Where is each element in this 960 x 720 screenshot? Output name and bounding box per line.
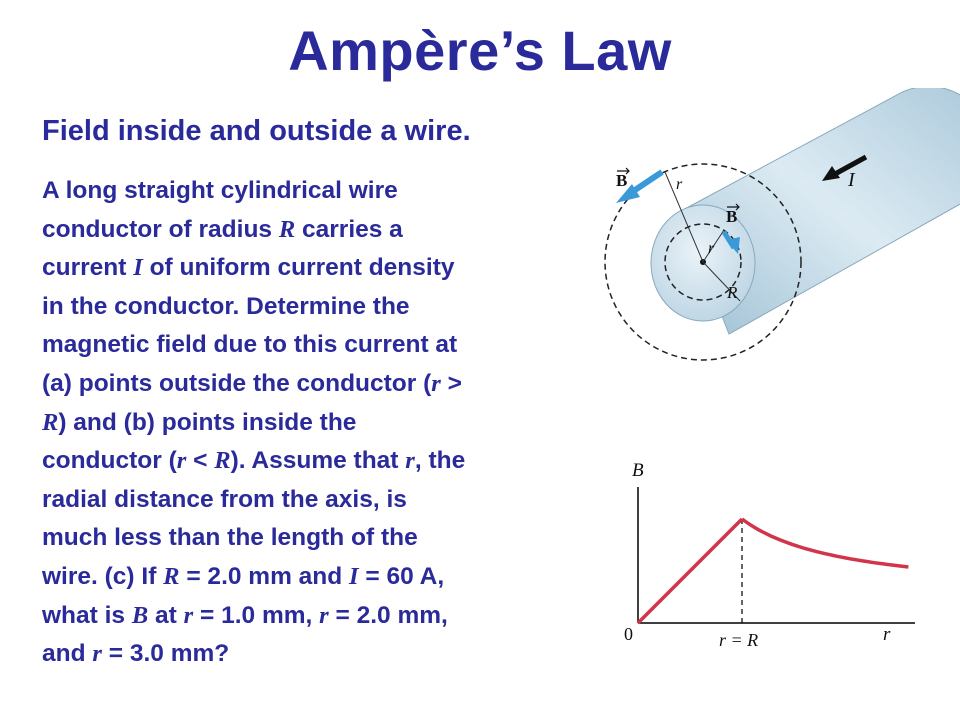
- current-arrowhead: [822, 166, 840, 181]
- slide-title: Ampère’s Law: [288, 19, 672, 82]
- variable: r: [405, 447, 415, 475]
- variable: r: [319, 601, 329, 629]
- variable: r: [92, 640, 102, 668]
- b-field-arrowhead-outer: [616, 184, 640, 203]
- variable: R: [214, 447, 231, 475]
- r-equals-r-tick-label: r = R: [719, 630, 758, 650]
- b-curve-outside: [740, 517, 909, 569]
- problem-line: conductor of radius R carries a: [42, 215, 403, 243]
- problem-line: in the conductor. Determine the: [42, 292, 410, 320]
- b-outer-label: B: [616, 171, 627, 190]
- variable: I: [349, 562, 359, 590]
- radius-line-wire: [702, 261, 741, 302]
- problem-text: A long straight cylindrical wire conduct…: [42, 172, 602, 674]
- problem-line: and r = 3.0 mm?: [42, 640, 230, 668]
- wire-figure: B r I B r R: [604, 88, 960, 361]
- radius-line-outer: [664, 171, 704, 263]
- slide-subtitle: Field inside and outside a wire.: [42, 115, 471, 147]
- b-curve-inside: [636, 517, 744, 625]
- problem-line: much less than the length of the: [42, 524, 418, 552]
- origin-tick-label: 0: [624, 624, 633, 644]
- variable: R: [42, 408, 59, 436]
- b-inner-vector-arrow-icon: [727, 203, 740, 211]
- problem-line: (a) points outside the conductor (r >: [42, 369, 462, 397]
- current-arrow: [833, 154, 868, 177]
- outer-amperian-loop: [604, 163, 802, 361]
- current-label: I: [847, 169, 856, 191]
- variable: B: [131, 601, 149, 629]
- b-inner-label: B: [726, 207, 737, 226]
- r-inner-label: r: [708, 240, 715, 257]
- problem-line: current I of uniform current density: [42, 254, 455, 282]
- variable: r: [183, 601, 194, 629]
- b-field-arrow-outer: [630, 169, 664, 195]
- problem-line: conductor (r < R). Assume that r, the: [42, 447, 466, 475]
- x-axis-label: r: [883, 624, 891, 645]
- radius-line-inner: [702, 229, 725, 263]
- problem-line: magnetic field due to this current at: [42, 331, 458, 359]
- problem-line: A long straight cylindrical wire: [42, 177, 398, 204]
- problem-line: wire. (c) If R = 2.0 mm and I = 60 A,: [42, 562, 445, 590]
- variable: r: [176, 447, 187, 475]
- y-axis-label: B: [632, 460, 644, 481]
- variable: r: [431, 369, 441, 397]
- problem-line: R) and (b) points inside the: [42, 408, 357, 436]
- problem-line: radial distance from the axis, is: [42, 485, 407, 513]
- variable: I: [133, 254, 143, 282]
- inner-amperian-loop: [664, 223, 742, 301]
- variable: R: [278, 215, 296, 243]
- r-outer-label: r: [676, 176, 683, 193]
- b-vs-r-chart: B r 0 r = R: [624, 460, 915, 650]
- b-field-arrowhead-inner: [726, 237, 740, 254]
- radius-label: R: [726, 283, 738, 302]
- b-outer-vector-arrow-icon: [617, 167, 630, 175]
- problem-line: what is B at r = 1.0 mm, r = 2.0 mm,: [42, 601, 448, 629]
- variable: R: [163, 562, 180, 590]
